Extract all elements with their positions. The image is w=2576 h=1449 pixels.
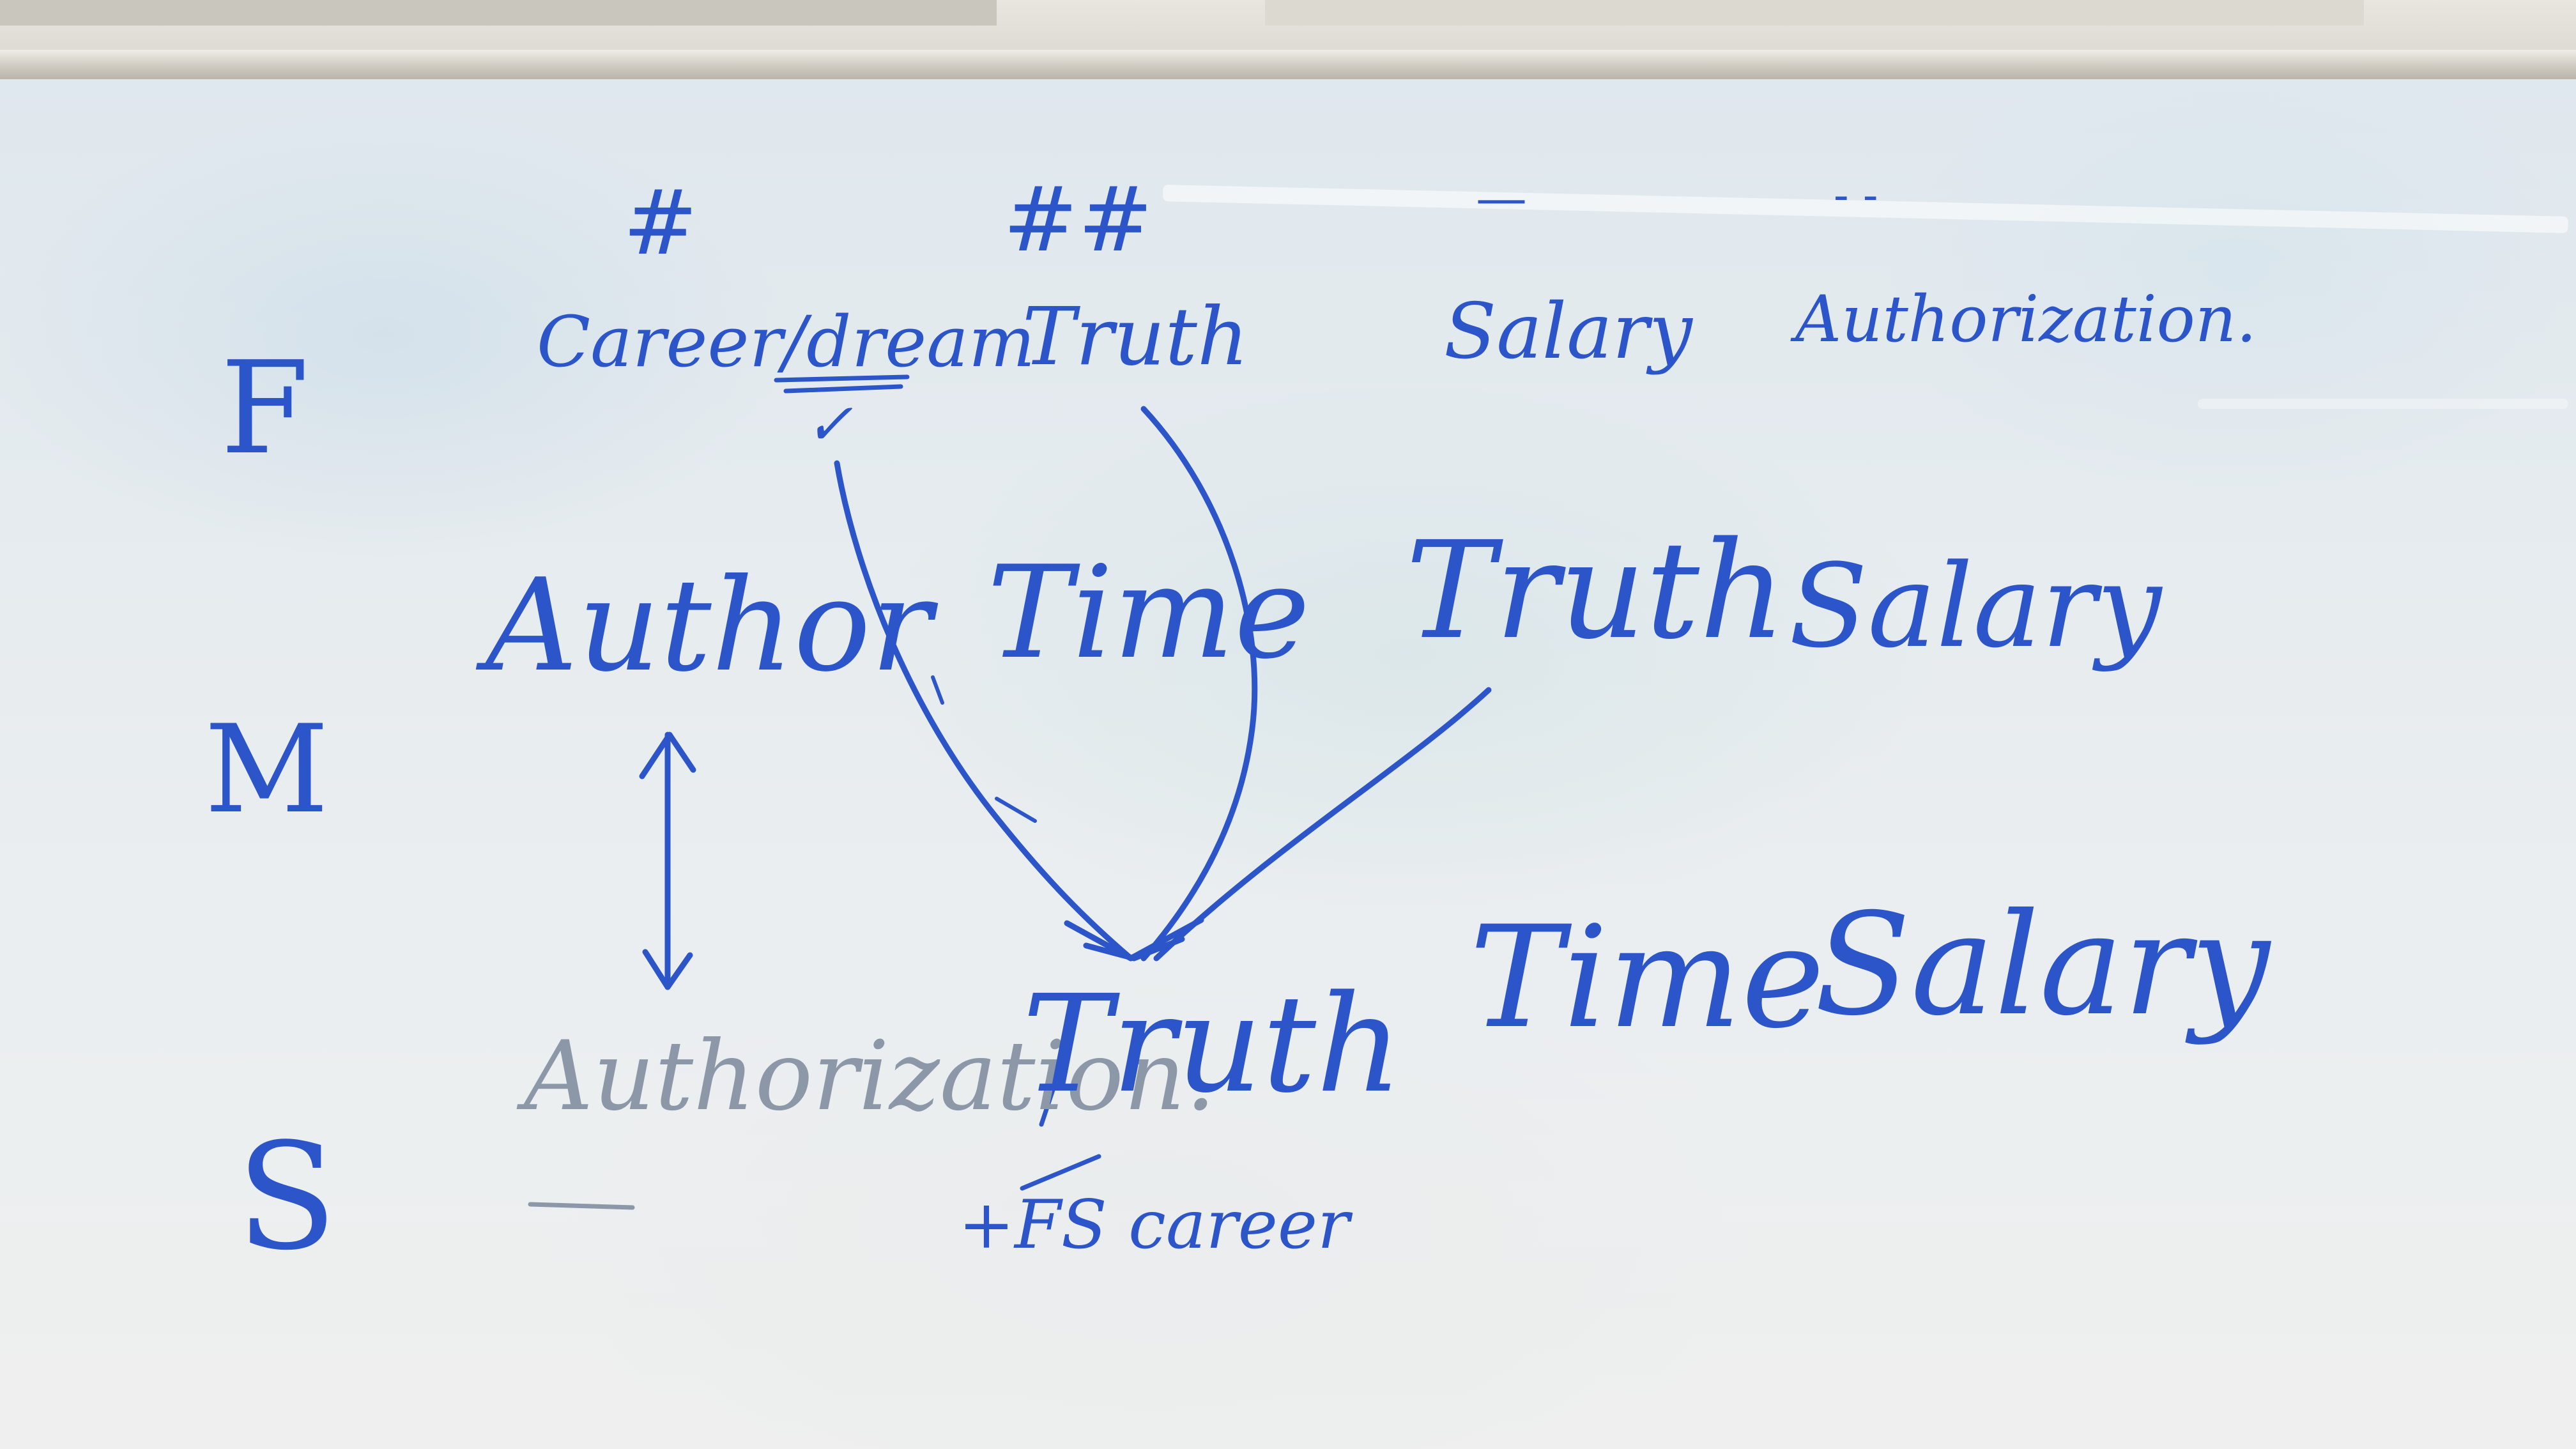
arrow-mtruth-to-truth [1153, 687, 1492, 962]
s-truth-note: +FS career [958, 1186, 1350, 1264]
s-salary: Salary [1814, 883, 2270, 1046]
s-time: Time [1469, 896, 1825, 1059]
m-time: Time [987, 539, 1310, 687]
arrowhead [1083, 936, 1185, 962]
arrow-career-to-truth [834, 460, 1134, 962]
f-salary: Salary [1444, 288, 1692, 376]
arrow-truth-to-truth [1140, 406, 1258, 962]
s-truth: Truth [1022, 966, 1403, 1123]
top-mark-1: # [623, 171, 698, 275]
m-salary: Salary [1789, 540, 2162, 673]
top-mark-3: — [1476, 168, 1527, 227]
f-truth: Truth [1022, 291, 1249, 383]
light-glare [2198, 399, 2568, 409]
arrowhead-up [639, 732, 696, 779]
row-label-s: S [236, 1112, 337, 1283]
f-authorization: Authorization. [1795, 282, 2257, 356]
f-career-dream: Career/dream [537, 301, 1036, 383]
m-author: Author [486, 551, 932, 700]
strike-scribble [774, 374, 910, 394]
whiteboard-frame [0, 50, 2576, 80]
top-mark-4: - - [1834, 169, 1878, 221]
f-checkmark: ✓ [805, 391, 854, 458]
top-mark-2: ## [1003, 168, 1153, 272]
row-label-f: F [220, 334, 309, 483]
whiteboard [0, 79, 2576, 1449]
window-frame-left [0, 0, 997, 26]
window-frame-center [1265, 0, 2364, 26]
arrowhead-down [642, 949, 693, 990]
row-label-m: M [204, 699, 329, 840]
s-authorization: Authorization. [524, 1021, 1216, 1132]
m-truth: Truth [1406, 512, 1786, 669]
